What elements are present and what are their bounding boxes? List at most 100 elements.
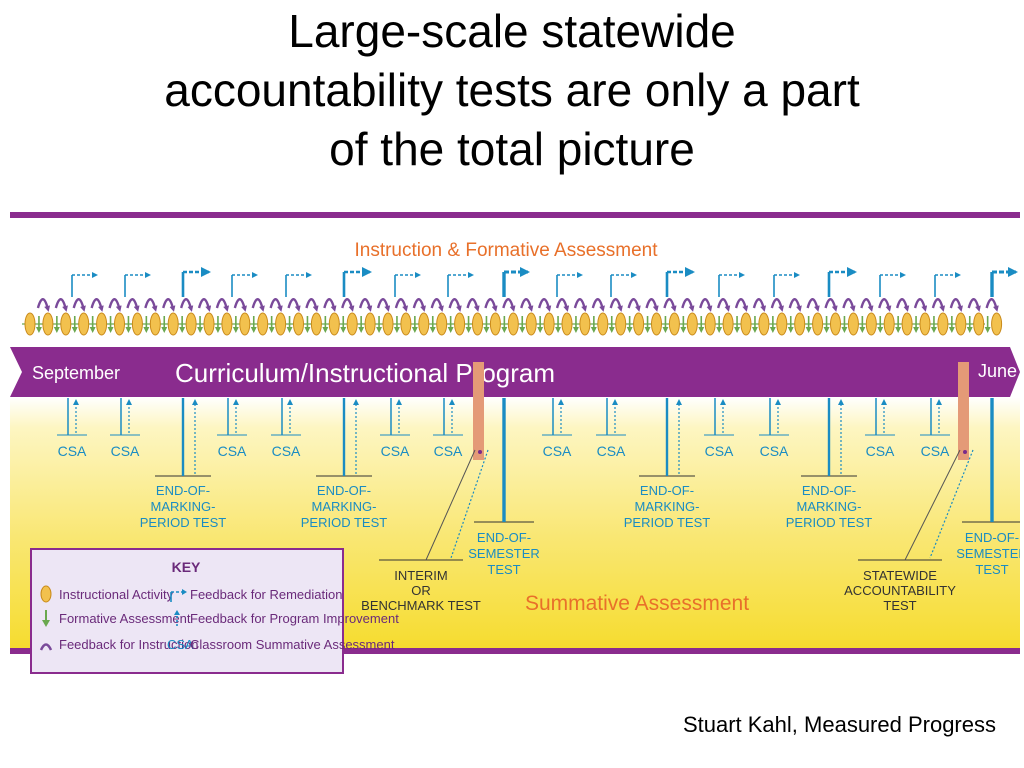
formative-arrowhead xyxy=(465,327,472,333)
feedback-instruction-icon xyxy=(824,298,838,312)
feedback-instruction-icon xyxy=(39,643,53,651)
instructional-activity-icon xyxy=(830,312,841,336)
feedback-instruction-icon xyxy=(681,298,695,312)
feedback-instruction-icon xyxy=(144,298,158,312)
formative-arrowhead xyxy=(411,327,418,333)
formative-arrowhead xyxy=(823,327,830,333)
formative-arrowhead xyxy=(322,327,329,333)
instructional-activity-icon xyxy=(615,312,627,336)
summative-assessment-label: Summative Assessment xyxy=(525,592,749,615)
interim-test-label-line-3: BENCHMARK TEST xyxy=(361,598,481,613)
marking-period-test-label-line-1: END-OF- xyxy=(156,483,210,498)
formative-arrowhead xyxy=(304,327,311,333)
instructional-activity-icon xyxy=(686,312,698,336)
instructional-activity-icon xyxy=(937,312,949,336)
instructional-activity-icon xyxy=(24,312,36,336)
key-title: KEY xyxy=(172,559,201,575)
instructional-activity-icon xyxy=(221,312,233,336)
feedback-instruction-icon xyxy=(108,298,122,312)
formative-arrowhead xyxy=(107,327,114,333)
feedback-instruction-icon xyxy=(358,298,373,312)
feedback-instruction-icon xyxy=(323,298,337,312)
formative-arrowhead xyxy=(895,327,902,333)
marking-period-test-label-line-1: END-OF- xyxy=(802,483,856,498)
formative-arrowhead xyxy=(841,327,848,333)
formative-arrowhead xyxy=(716,327,723,333)
formative-arrowhead xyxy=(250,327,257,333)
feedback-instruction-icon xyxy=(197,298,212,312)
feedback-instruction-icon xyxy=(269,298,283,312)
instructional-activity-icon xyxy=(60,312,72,336)
instructional-activity-icon xyxy=(507,312,519,336)
formative-arrowhead xyxy=(214,327,221,333)
curriculum-band xyxy=(10,347,1020,397)
instructional-activity-icon xyxy=(275,312,287,336)
feedback-instruction-icon xyxy=(645,298,659,312)
semester-test-label-line-2: SEMESTER xyxy=(956,546,1020,561)
csa-abbrev: CSA xyxy=(167,637,194,652)
feedback-program-arrowhead xyxy=(73,399,79,405)
feedback-instruction-icon xyxy=(215,298,230,312)
formative-arrowhead xyxy=(483,327,490,333)
csa-label: CSA xyxy=(760,443,789,459)
feedback-program-arrowhead xyxy=(936,399,942,405)
marking-period-test-label-line-3: PERIOD TEST xyxy=(786,515,873,530)
key-frame xyxy=(30,548,344,674)
title-line-3: of the total picture xyxy=(329,123,695,175)
feedback-instruction-icon xyxy=(967,298,981,312)
formative-arrowhead xyxy=(393,327,400,333)
instructional-activity-icon xyxy=(973,312,985,336)
feedback-instruction-icon xyxy=(949,298,963,312)
formative-arrowhead xyxy=(984,327,991,333)
feedback-instruction-icon xyxy=(663,298,677,312)
feedback-instruction-icon xyxy=(90,298,104,312)
formative-arrowhead xyxy=(698,327,705,333)
marking-period-test-label-line-2: MARKING- xyxy=(151,499,216,514)
feedback-program-icon xyxy=(174,610,180,626)
summative-test-dot xyxy=(963,450,967,454)
formative-arrowhead xyxy=(197,327,204,333)
feedback-instruction-icon xyxy=(36,298,51,312)
feedback-instruction-icon xyxy=(287,298,301,312)
formative-arrowhead xyxy=(232,327,239,333)
credit-text: Stuart Kahl, Measured Progress xyxy=(682,712,996,737)
formative-arrowhead xyxy=(89,327,96,333)
formative-arrowhead xyxy=(161,327,168,333)
csa-label: CSA xyxy=(866,443,895,459)
instructional-activity-icon xyxy=(418,312,430,336)
feedback-instruction-icon xyxy=(895,298,910,312)
feedback-instruction-icon xyxy=(126,298,140,312)
feedback-instruction-icon xyxy=(72,298,86,312)
formative-arrowhead xyxy=(680,327,687,333)
key-label-feedback-program: Feedback for Program Improvement xyxy=(190,611,399,626)
semester-test-label-line-1: END-OF- xyxy=(965,530,1019,545)
csa-label: CSA xyxy=(434,443,463,459)
formative-arrowhead xyxy=(805,327,812,333)
statewide-test-label-line-1: STATEWIDE xyxy=(863,568,937,583)
formative-arrowhead xyxy=(71,327,78,333)
band-end-label: June xyxy=(978,361,1017,381)
feedback-program-arrowhead xyxy=(775,399,781,405)
formative-arrowhead xyxy=(662,327,669,333)
formative-arrowhead xyxy=(125,327,132,333)
marking-period-test-label-line-3: PERIOD TEST xyxy=(624,515,711,530)
marking-period-test-label-line-3: PERIOD TEST xyxy=(301,515,388,530)
feedback-instruction-icon xyxy=(520,298,534,312)
instructional-activity-icon xyxy=(149,312,161,336)
band-middle-label: Curriculum/Instructional Program xyxy=(175,358,555,388)
instructional-activity-icon xyxy=(400,312,412,336)
feedback-instruction-icon xyxy=(341,298,355,312)
instructional-activity-icon xyxy=(579,312,591,336)
instructional-activity-icon xyxy=(42,312,54,336)
instructional-activity-icon xyxy=(865,312,877,336)
feedback-program-arrowhead xyxy=(126,399,132,405)
key-label-feedback-remediation: Feedback for Remediation xyxy=(190,587,342,602)
formative-arrowhead xyxy=(143,327,150,333)
formative-arrowhead xyxy=(555,327,562,333)
instructional-activity-icon xyxy=(543,312,555,336)
formative-arrowhead xyxy=(626,327,633,333)
summative-test-connector xyxy=(425,449,476,561)
feedback-instruction-icon xyxy=(752,298,767,312)
semester-test-label-line-3: TEST xyxy=(487,562,520,577)
key-label-formative-assessment: Formative Assessment xyxy=(59,611,191,626)
